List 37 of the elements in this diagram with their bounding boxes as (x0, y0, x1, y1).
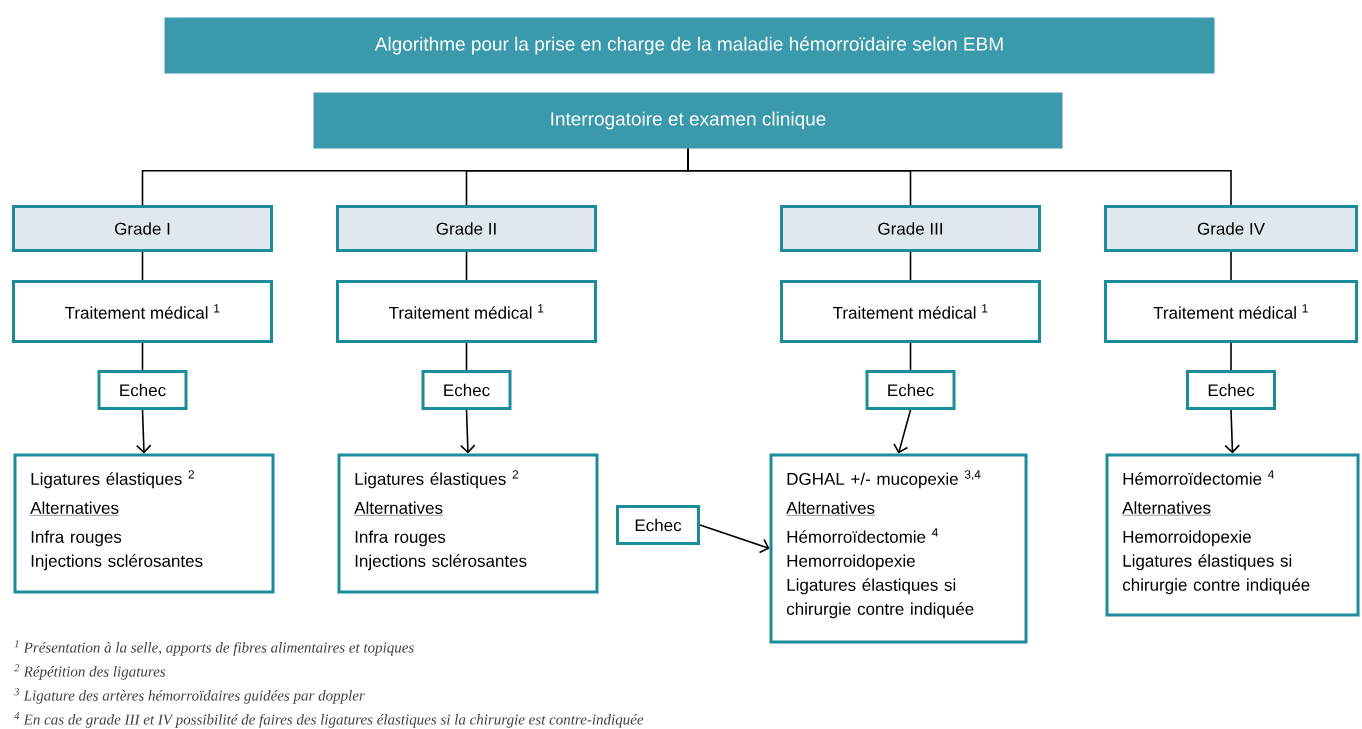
connector-line (1230, 342, 1232, 371)
grade-box: Grade IV (1104, 205, 1358, 252)
arrow (459, 409, 476, 454)
treatment-box: Traitement médical $^{1}$ (336, 280, 597, 343)
outcome-box: Hémorroïdectomie $^{4}$ Alternatives Hemorroidopexie Ligatures élastiques si chirurgie contre indiquée (1105, 453, 1360, 617)
connector-line (465, 251, 468, 281)
connector-line (141, 342, 144, 371)
footnote: $^{4}$ En cas de grade III et IV possibilité de faires des ligatures élastiques si la chirurgie est contre-indiquée (14, 712, 644, 728)
failure-box: Echec (97, 370, 188, 410)
grade-box: Grade III (780, 205, 1041, 252)
header-band: Interrogatoire et examen clinique (313, 92, 1063, 149)
footnote: $^{2}$ Répétition des ligatures (14, 664, 166, 680)
outcome-box: Ligatures élastiques $^{2}$ Alternatives Infra rouges Injections sclérosantes (13, 453, 275, 594)
connector-line (909, 342, 912, 371)
connector-line (909, 251, 912, 281)
grade-box: Grade I (12, 205, 273, 252)
header-band: Algorithme pour la prise en charge de la maladie hémorroïdaire selon EBM (164, 17, 1215, 74)
arrow (1224, 409, 1241, 454)
treatment-box: Traitement médical $^{1}$ (12, 280, 273, 343)
arrow (135, 409, 152, 454)
arrow (893, 409, 912, 454)
treatment-box: Traitement médical $^{1}$ (780, 280, 1041, 343)
connector-line (465, 342, 468, 371)
treatment-box: Traitement médical $^{1}$ (1104, 280, 1358, 343)
failure-box: Echec (616, 505, 700, 545)
connector-line (1230, 251, 1232, 281)
outcome-box: DGHAL +/- mucopexie $^{3,4}$ Alternatives Hémorroïdectomie $^{4}$ Hemorroidopexie Ligatures élastiques si chirurgie contre indiquée (769, 453, 1028, 644)
connector-line (687, 147, 1232, 206)
failure-box: Echec (1186, 370, 1276, 410)
failure-box: Echec (865, 370, 956, 410)
footnote: $^{1}$ Présentation à la selle, apports de fibres alimentaires et topiques (14, 640, 414, 656)
outcome-box: Ligatures élastiques $^{2}$ Alternatives Infra rouges Injections sclérosantes (337, 453, 599, 594)
connector-line (141, 251, 144, 281)
arrow (699, 524, 770, 554)
grade-box: Grade II (336, 205, 597, 252)
footnote: $^{3}$ Ligature des artères hémorroïdaires guidées par doppler (14, 688, 365, 704)
failure-box: Echec (421, 370, 512, 410)
